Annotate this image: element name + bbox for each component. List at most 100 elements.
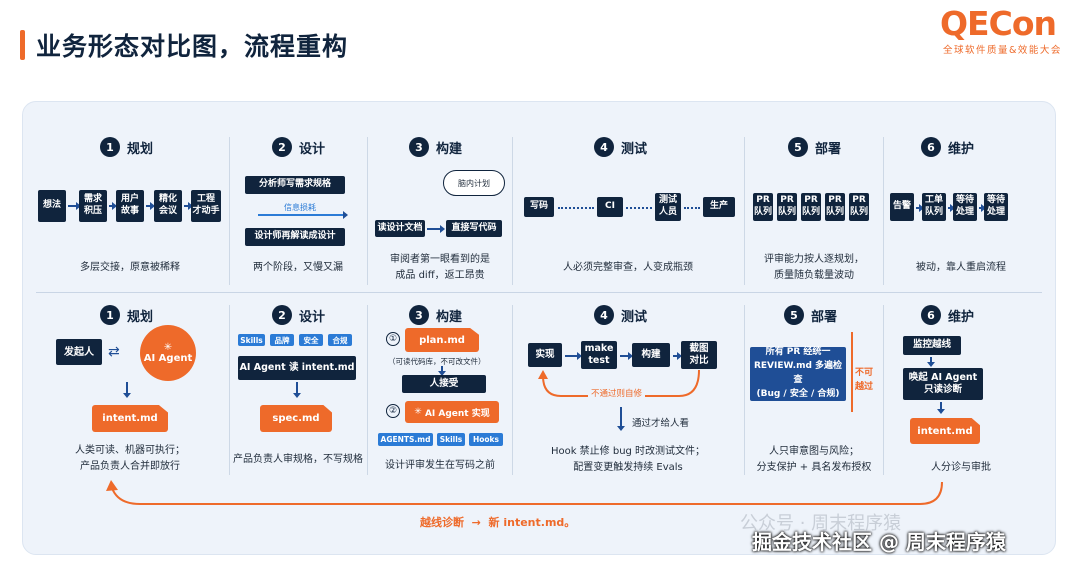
flow-arrow — [673, 352, 682, 360]
down-arrow — [438, 366, 446, 376]
monitor-threshold-box: 监控越线 — [903, 336, 961, 355]
plan-step: 工程 才动手 — [191, 190, 221, 222]
design-tag: Skills — [238, 334, 265, 346]
design-tag: 合规 — [328, 334, 352, 346]
sparkle-icon: ✳ — [414, 407, 425, 417]
human-accept-box: 人接受 — [402, 375, 486, 393]
analyst-spec-box: 分析师写需求规格 — [245, 176, 345, 194]
write-code-box: 直接写代码 — [446, 220, 502, 237]
ai-agent-implement-label: AI Agent 实现 — [424, 408, 490, 419]
phase-label: 设计 — [299, 141, 326, 157]
phase-label: 部署 — [815, 141, 842, 157]
test-step-tester: 测试 人员 — [655, 193, 681, 221]
maint-intent-doc: intent.md — [910, 418, 980, 444]
designer-interpret-box: 设计师再解读成设计 — [245, 228, 345, 246]
pr-queue-box: PR 队列 — [849, 193, 869, 221]
invoke-agent-box: 唤起 AI Agent 只读诊断 — [903, 368, 983, 400]
pain-caption-design: 两个阶段，又慢又漏 — [253, 262, 343, 273]
ai-caption-maintain: 人分诊与审批 — [931, 462, 991, 473]
test-implement-box: 实现 — [528, 343, 562, 367]
phase-number: 4 — [594, 305, 614, 325]
flow-arrow — [427, 225, 445, 233]
row-divider — [36, 292, 1042, 293]
phase-label: 测试 — [621, 309, 648, 325]
pain-caption-test: 人必须完整审查，人变成瓶颈 — [563, 262, 693, 273]
flow-arrow — [948, 204, 955, 212]
build-step-box: 构建 — [632, 343, 670, 367]
phase-label: 构建 — [436, 309, 463, 325]
test-step-code: 写码 — [524, 197, 554, 217]
plan-step: 用户 故事 — [116, 190, 144, 222]
feedback-loop-arrow — [106, 480, 943, 505]
pain-caption-maintain: 被动，靠人重启流程 — [916, 262, 1006, 273]
pr-queue-box: PR 队列 — [753, 193, 773, 221]
qecon-logo-subtitle: 全球软件质量&效能大会 — [943, 45, 1062, 56]
build-tag: AGENTS.md — [378, 433, 433, 446]
column-divider — [512, 137, 513, 285]
read-only-note: （可读代码库，不可改文件） — [388, 357, 486, 366]
sparkle-icon: ✳ — [163, 342, 173, 353]
build-tag: Skills — [437, 433, 465, 446]
flow-arrow — [68, 202, 81, 210]
ai-caption-deploy: 人只审意图与风险； 分支保护 + 具名发布授权 — [756, 446, 872, 473]
mental-plan-cloud: 脑内计划 — [443, 170, 505, 196]
flow-arrow — [109, 202, 117, 210]
phase-label: 设计 — [299, 309, 326, 325]
exchange-arrows-icon: ⇄ — [108, 344, 120, 360]
pr-queue-box: PR 队列 — [777, 193, 797, 221]
column-divider — [744, 137, 745, 285]
phase-header-test: 4 测试 — [594, 305, 647, 325]
step-two-marker: ② — [386, 404, 400, 418]
dotted-connector — [626, 207, 652, 209]
phase-label: 规划 — [127, 141, 154, 157]
phase-number: 4 — [594, 137, 614, 157]
maint-step: 告警 — [890, 193, 914, 221]
intent-doc: intent.md — [92, 405, 168, 432]
slide-title: 业务形态对比图，流程重构 — [36, 32, 349, 61]
ai-agent-label: AI Agent — [143, 353, 193, 364]
pass-to-human-label: 通过才给人看 — [632, 418, 690, 429]
phase-number: 5 — [784, 305, 804, 325]
initiator-box: 发起人 — [56, 339, 102, 365]
column-divider — [229, 305, 230, 475]
info-loss-label: 信息损耗 — [284, 203, 316, 212]
phase-label: 维护 — [948, 309, 975, 325]
phase-number: 3 — [409, 137, 429, 157]
plan-step: 需求 积压 — [79, 190, 107, 222]
ai-caption-test: Hook 禁止修 bug 时改测试文件； 配置变更触发持续 Evals — [550, 446, 706, 473]
pain-caption-plan: 多层交接，原意被稀释 — [80, 262, 180, 273]
wechat-watermark: 公众号 · 周末程序猿 — [740, 513, 902, 534]
down-arrow — [123, 382, 131, 398]
plan-step: 想法 — [38, 190, 66, 222]
flow-arrow — [620, 352, 633, 360]
self-repair-label: 不通过则自修 — [588, 387, 646, 399]
build-tag: Hooks — [469, 433, 503, 446]
info-loss-arrow — [258, 211, 348, 219]
pain-caption-build: 审阅者第一眼看到的是 成品 diff，返工昂贵 — [390, 254, 490, 281]
ai-agent-node: ✳AI Agent — [140, 325, 196, 381]
column-divider — [512, 305, 513, 475]
plan-doc: plan.md — [405, 328, 479, 352]
flow-arrow — [146, 202, 155, 210]
flow-arrow — [184, 202, 193, 210]
test-step-prod: 生产 — [703, 197, 735, 217]
plan-step: 精化 会议 — [154, 190, 182, 222]
flow-arrow — [979, 204, 986, 212]
design-tag: 品牌 — [270, 334, 294, 346]
test-step-ci: CI — [597, 197, 623, 217]
juejin-watermark: 掘金技术社区 @ 周末程序猿 — [752, 530, 1006, 554]
title-accent-bar — [20, 30, 25, 60]
phase-number: 1 — [100, 305, 120, 325]
phase-number: 5 — [788, 137, 808, 157]
down-arrow — [927, 357, 935, 367]
column-divider — [883, 137, 884, 285]
pain-caption-deploy: 评审能力按人逐规划， 质量随负载量波动 — [764, 254, 864, 281]
